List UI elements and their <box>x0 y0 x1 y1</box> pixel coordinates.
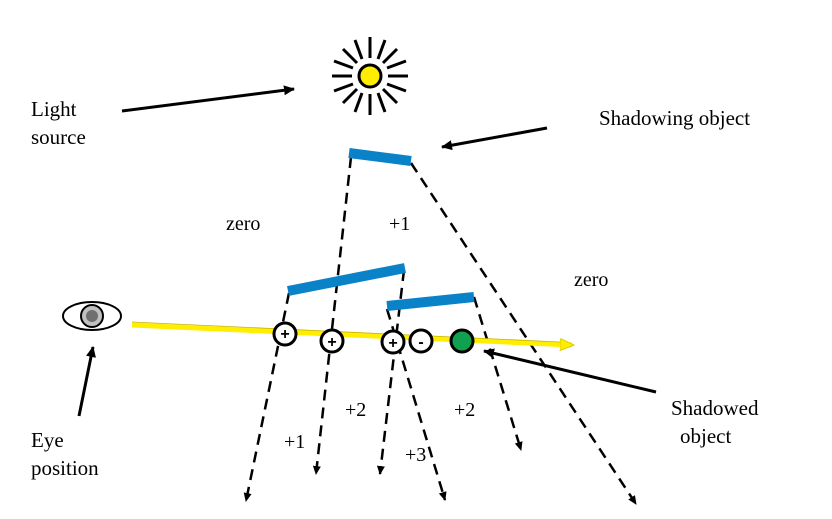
region-count-plus3: +3 <box>405 444 427 466</box>
eye-position-label-line2: position <box>31 456 99 480</box>
crossing-marker-3: + <box>380 329 406 355</box>
shadowing-object-label: Shadowing object <box>599 106 751 130</box>
light-source-pointer-arrow <box>121 85 295 113</box>
crossing-sign-2: + <box>327 334 336 351</box>
crossing-marker-1: + <box>272 321 298 347</box>
shadow-edge-small-left <box>385 308 447 501</box>
region-count-plus1-bottom: +1 <box>284 431 306 453</box>
eye-position-pointer-arrow <box>77 346 96 417</box>
crossing-marker-2: + <box>319 328 345 354</box>
light-source-label: Light source <box>31 95 86 151</box>
shadowing-object-small <box>386 292 475 311</box>
shadow-edge-small-right <box>472 296 523 451</box>
region-count-zero-left: zero <box>226 213 261 235</box>
sun-icon <box>332 37 408 115</box>
shadowed-object-marker <box>449 328 475 354</box>
light-source-label-line2: source <box>31 125 86 149</box>
shadowed-object-label-line2: object <box>680 424 732 448</box>
shadowing-object-top <box>348 148 412 166</box>
view-ray <box>131 322 572 345</box>
shadow-edge-top-left <box>312 156 353 475</box>
eye-position-label-line1: Eye <box>31 428 64 452</box>
shadowing-object-pointer-arrow <box>441 126 548 151</box>
region-count-plus2-right: +2 <box>454 399 476 421</box>
eye-position-label: Eye position <box>31 426 99 482</box>
crossing-sign-3: + <box>388 335 397 352</box>
region-count-zero-right: zero <box>574 269 609 291</box>
light-source-label-line1: Light <box>31 97 77 121</box>
crossing-sign-1: + <box>280 326 289 343</box>
region-count-plus2-left: +2 <box>345 399 367 421</box>
shadow-edge-mid-right <box>376 269 406 475</box>
shadowed-object-pointer-arrow <box>483 348 657 394</box>
shadowing-object-middle <box>287 263 406 296</box>
shadowed-object-label: Shadowed object <box>671 394 759 450</box>
shadow-edge-top-right <box>409 162 638 505</box>
shadowed-object-label-line1: Shadowed <box>671 396 759 420</box>
view-ray-outline <box>131 321 561 343</box>
crossing-marker-4: - <box>408 328 434 354</box>
eye-icon <box>62 301 122 331</box>
region-count-plus1-top: +1 <box>389 213 411 235</box>
crossing-sign-4: - <box>418 334 423 351</box>
